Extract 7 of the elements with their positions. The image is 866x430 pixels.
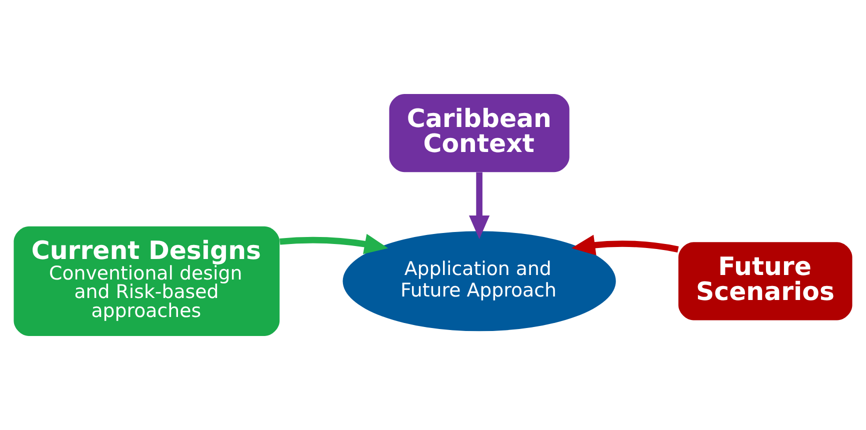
arrow xyxy=(468,172,490,240)
node-ellipse: Application and Future Approach xyxy=(342,231,616,332)
arrow xyxy=(572,234,679,256)
node-box: Future Scenarios xyxy=(678,242,852,320)
node-box: Caribbean Context xyxy=(389,94,570,172)
node-box: Current Designs Conventional design and Risk-based approaches xyxy=(14,226,280,336)
arrow xyxy=(280,234,388,254)
